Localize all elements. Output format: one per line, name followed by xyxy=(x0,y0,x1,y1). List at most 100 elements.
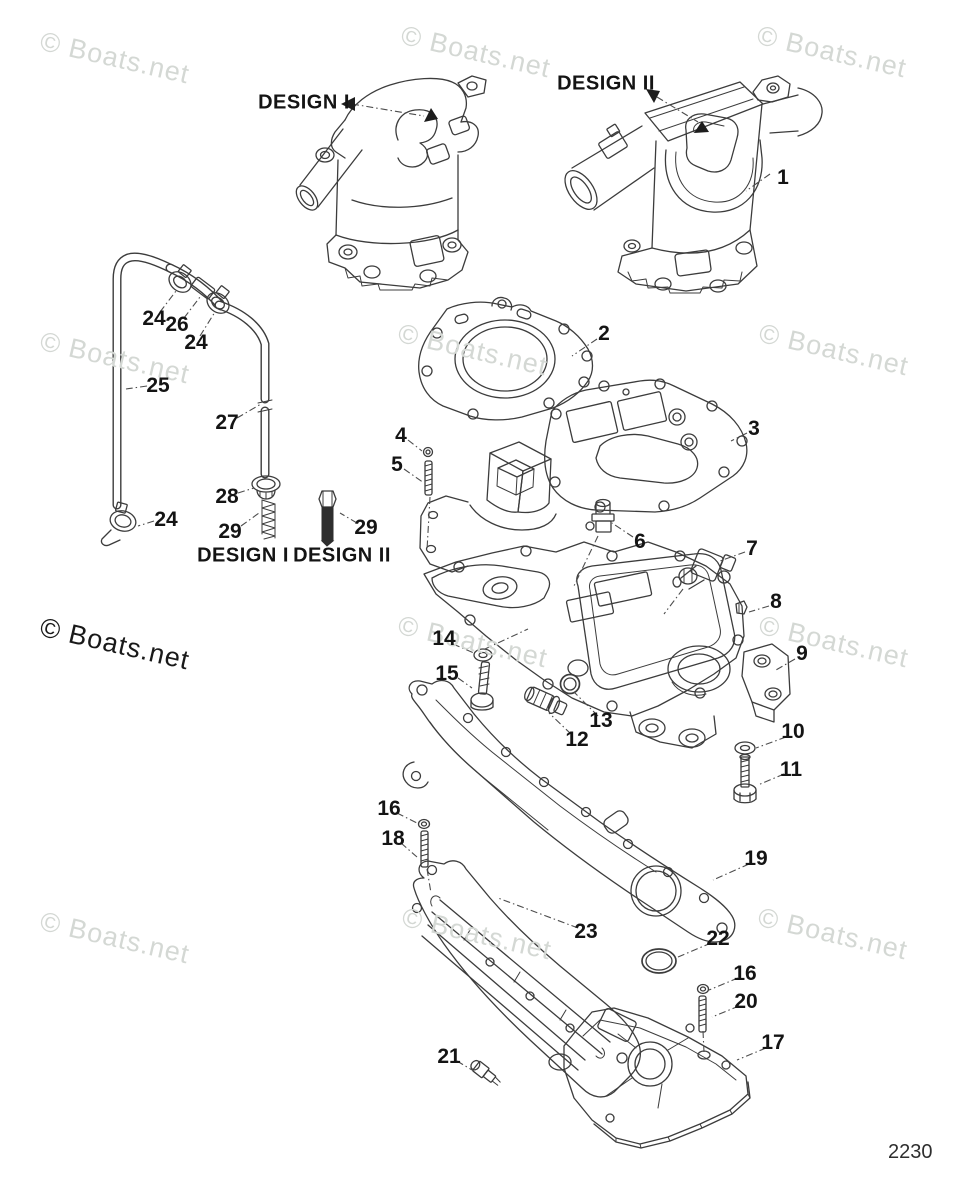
leader-line xyxy=(757,773,785,786)
nut-16b-drawing xyxy=(696,983,710,995)
leader-line xyxy=(484,628,529,650)
leader-line xyxy=(656,96,699,123)
leader-line xyxy=(573,691,599,717)
part-number-label: 2 xyxy=(598,322,610,345)
fitting-6-drawing xyxy=(585,498,615,533)
leader-line xyxy=(407,439,423,452)
part-number-label: 3 xyxy=(748,417,760,440)
leader-line xyxy=(125,385,148,390)
leader-line xyxy=(426,868,432,894)
leader-line xyxy=(702,1030,705,1053)
bolt-11-drawing xyxy=(733,753,757,804)
design-variant-label: DESIGN II xyxy=(293,544,391,567)
oring-22-drawing xyxy=(641,948,677,974)
leader-line xyxy=(572,535,599,589)
stud-5-drawing xyxy=(424,460,433,496)
part-number-label: 19 xyxy=(744,847,768,870)
design-variant-label: DESIGN I xyxy=(197,544,289,567)
leader-line xyxy=(571,338,598,357)
design2-exhaust-assembly-drawing xyxy=(564,75,823,294)
part-number-label: 29 xyxy=(218,520,242,543)
plug-8-drawing xyxy=(735,600,748,615)
part-number-label: 24 xyxy=(154,508,178,531)
part-number-label: 21 xyxy=(437,1045,461,1068)
manifold-body-9-drawing xyxy=(419,441,791,749)
part-number-label: 4 xyxy=(395,424,407,447)
arrowheads-layer xyxy=(341,89,709,133)
leader-line xyxy=(183,296,201,319)
cap-28-drawing xyxy=(251,475,281,500)
part-number-label: 11 xyxy=(779,758,803,781)
part-number-label: 1 xyxy=(777,166,789,189)
leader-line xyxy=(237,487,255,494)
hose-clamp-24b-drawing xyxy=(206,285,230,314)
leader-line xyxy=(745,173,771,192)
part-number-label: 24 xyxy=(184,331,208,354)
fitting-12-drawing xyxy=(524,686,568,716)
leader-line xyxy=(748,605,770,613)
arrowhead-icon xyxy=(694,121,709,133)
stud-18-drawing xyxy=(420,830,429,868)
arrowhead-icon xyxy=(646,89,660,103)
leader-line xyxy=(236,403,262,419)
leader-line xyxy=(456,1060,473,1071)
part-number-label: 9 xyxy=(796,642,808,665)
exhaust-plate-17-drawing xyxy=(563,1007,751,1149)
part-number-label: 20 xyxy=(734,990,758,1013)
leader-line xyxy=(400,842,418,858)
part-number-label: 17 xyxy=(761,1031,785,1054)
hose-connector-26-drawing xyxy=(190,276,216,300)
part-number-label: 28 xyxy=(215,485,239,508)
gasket-19-drawing xyxy=(402,679,736,943)
leader-line xyxy=(711,1005,740,1018)
leader-line xyxy=(716,551,746,563)
part-number-label: 18 xyxy=(381,827,405,850)
hose-clamp-24a-drawing xyxy=(168,264,192,293)
fitting-21-drawing xyxy=(470,1059,501,1086)
leader-line xyxy=(452,643,475,654)
nut-16a-drawing xyxy=(417,818,431,830)
part-number-label: 13 xyxy=(589,709,613,732)
gasket-23-drawing xyxy=(411,860,641,1098)
leader-line xyxy=(137,520,155,527)
leader-line xyxy=(712,863,750,881)
leader-line xyxy=(497,897,579,929)
leader-line xyxy=(755,736,787,749)
part-number-label: 25 xyxy=(146,374,170,397)
leader-line xyxy=(159,290,177,313)
stud-29-design2-drawing xyxy=(318,490,337,547)
nut-4-drawing xyxy=(422,446,434,458)
part-number-label: 7 xyxy=(746,537,758,560)
fitting-7-drawing xyxy=(672,548,737,590)
part-number-label: 24 xyxy=(142,307,166,330)
water-hose-assembly-drawing xyxy=(100,252,337,547)
part-number-label: 22 xyxy=(706,927,730,950)
part-number-label: 29 xyxy=(354,516,378,539)
page-number: 2230 xyxy=(888,1141,933,1163)
design-variant-label: DESIGN II xyxy=(557,72,655,95)
part-number-label: 16 xyxy=(377,797,401,820)
part-number-label: 6 xyxy=(634,530,646,553)
leader-line xyxy=(730,432,748,442)
part-number-label: 23 xyxy=(574,920,598,943)
leader-line xyxy=(708,977,739,991)
part-number-label: 16 xyxy=(733,962,757,985)
part-number-label: 10 xyxy=(781,720,805,743)
washer-10-drawing xyxy=(734,741,756,755)
gasket-2-drawing xyxy=(418,296,594,421)
design-variant-label: DESIGN I xyxy=(258,91,350,114)
arrowhead-icon xyxy=(341,97,355,111)
leader-line xyxy=(457,677,473,689)
leader-line xyxy=(351,103,425,117)
design1-exhaust-assembly-drawing xyxy=(295,75,487,291)
oring-13-drawing xyxy=(559,673,581,695)
stud-29-design1-drawing xyxy=(261,499,276,540)
leader-line xyxy=(775,658,796,671)
leader-line xyxy=(736,1047,767,1061)
leader-line xyxy=(199,311,216,337)
leader-line xyxy=(403,468,425,484)
part-number-label: 5 xyxy=(391,453,403,476)
part-number-label: 8 xyxy=(770,590,782,613)
leader-line xyxy=(396,812,420,825)
